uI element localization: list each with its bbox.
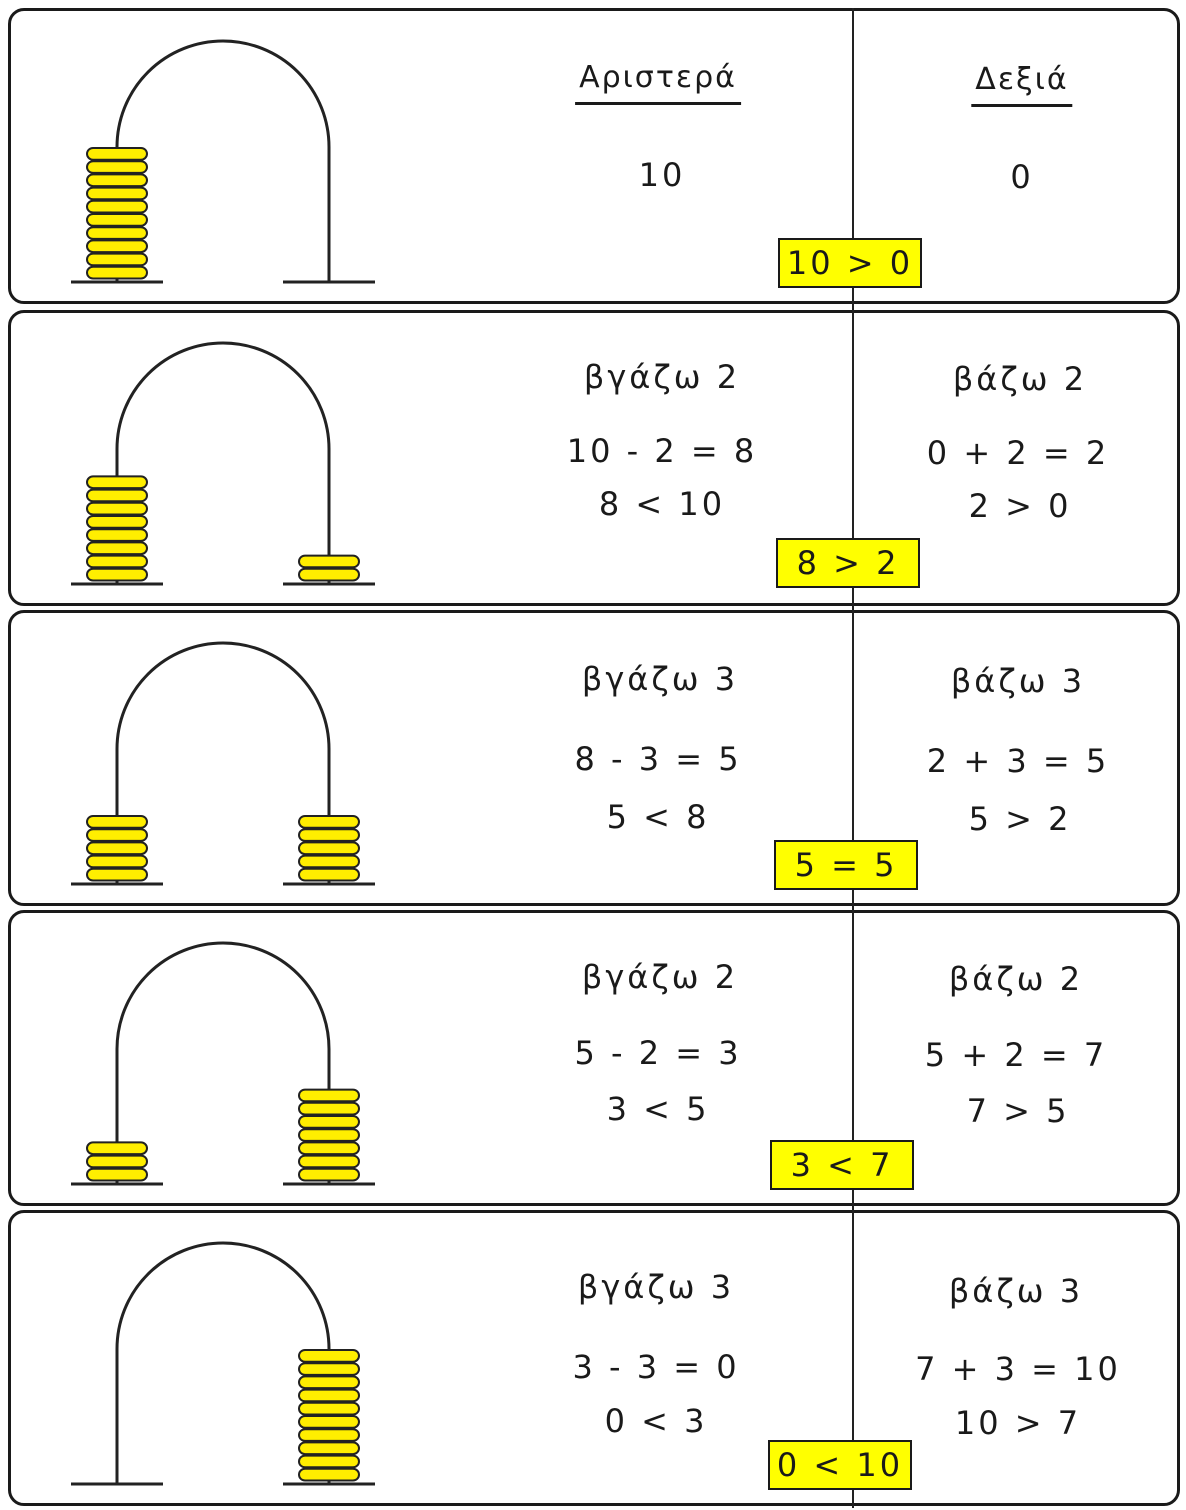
arch-wire — [117, 41, 329, 282]
left-bead — [87, 529, 147, 541]
left-bead — [87, 148, 147, 160]
right-bead — [299, 856, 359, 868]
left-bead — [87, 188, 147, 200]
arch-wire — [117, 343, 329, 584]
abacus-icon — [11, 11, 1177, 301]
header-left: Αριστερά — [579, 60, 737, 95]
right-bead — [299, 1090, 359, 1102]
right-bead — [299, 1363, 359, 1375]
right-bead — [299, 1129, 359, 1141]
right-bead — [299, 1456, 359, 1468]
left-bead — [87, 267, 147, 279]
right-bead — [299, 1142, 359, 1154]
left-equation: 5 - 2 = 3 — [574, 1034, 741, 1072]
right-inequality: 10 > 7 — [955, 1404, 1081, 1442]
left-bead — [87, 842, 147, 854]
right-bead — [299, 1103, 359, 1115]
left-inequality: 5 < 8 — [607, 798, 710, 836]
left-equation: 3 - 3 = 0 — [572, 1348, 739, 1386]
left-bead — [87, 214, 147, 226]
right-action: βάζω 2 — [949, 960, 1083, 998]
left-bead — [87, 161, 147, 173]
left-bead — [87, 490, 147, 502]
left-bead — [87, 816, 147, 828]
panel-row-0 — [8, 8, 1180, 304]
left-bead — [87, 476, 147, 488]
left-action: βγάζω 3 — [582, 660, 738, 698]
left-bead — [87, 516, 147, 528]
left-bead — [87, 1169, 147, 1181]
right-bead — [299, 1169, 359, 1181]
left-bead — [87, 1156, 147, 1168]
left-action: βγάζω 2 — [582, 958, 738, 996]
right-bead — [299, 1429, 359, 1441]
left-bead — [87, 556, 147, 568]
center-divider — [852, 8, 854, 1508]
right-bead — [299, 569, 359, 581]
right-bead — [299, 1442, 359, 1454]
comparison-box: 3 < 7 — [770, 1140, 914, 1190]
left-bead — [87, 869, 147, 881]
left-bead — [87, 227, 147, 239]
left-bead — [87, 254, 147, 266]
comparison-box: 0 < 10 — [768, 1440, 912, 1490]
right-bead — [299, 1116, 359, 1128]
left-bead — [87, 829, 147, 841]
right-bead — [299, 1403, 359, 1415]
right-equation: 7 + 3 = 10 — [915, 1350, 1121, 1388]
left-bead — [87, 503, 147, 515]
left-bead — [87, 856, 147, 868]
right-action: βάζω 3 — [951, 662, 1085, 700]
left-bead — [87, 1142, 147, 1154]
left-bead — [87, 569, 147, 581]
arch-wire — [117, 643, 329, 884]
left-inequality: 3 < 5 — [607, 1090, 710, 1128]
comparison-box: 10 > 0 — [778, 238, 922, 288]
header-right: Δεξιά — [975, 62, 1068, 97]
left-action: βγάζω 3 — [578, 1268, 734, 1306]
comparison-box: 8 > 2 — [776, 538, 920, 588]
left-equation: 8 - 3 = 5 — [574, 740, 741, 778]
right-equation: 5 + 2 = 7 — [925, 1036, 1107, 1074]
arch-wire — [117, 943, 329, 1184]
left-value: 10 — [639, 156, 686, 194]
right-inequality: 2 > 0 — [969, 487, 1072, 525]
left-action: βγάζω 2 — [584, 358, 740, 396]
right-bead — [299, 556, 359, 568]
right-bead — [299, 842, 359, 854]
left-inequality: 8 < 10 — [599, 485, 725, 523]
right-inequality: 5 > 2 — [969, 800, 1072, 838]
right-bead — [299, 869, 359, 881]
right-action: βάζω 3 — [949, 1272, 1083, 1310]
comparison-box: 5 = 5 — [774, 840, 918, 890]
right-action: βάζω 2 — [953, 360, 1087, 398]
right-bead — [299, 1469, 359, 1481]
right-bead — [299, 1376, 359, 1388]
left-bead — [87, 542, 147, 554]
right-bead — [299, 1350, 359, 1362]
arch-wire — [117, 1243, 329, 1484]
right-equation: 2 + 3 = 5 — [927, 742, 1109, 780]
right-bead — [299, 1156, 359, 1168]
right-bead — [299, 816, 359, 828]
left-equation: 10 - 2 = 8 — [567, 432, 757, 470]
left-inequality: 0 < 3 — [605, 1402, 708, 1440]
right-bead — [299, 829, 359, 841]
right-inequality: 7 > 5 — [967, 1092, 1070, 1130]
left-bead — [87, 201, 147, 213]
right-equation: 0 + 2 = 2 — [927, 434, 1109, 472]
right-bead — [299, 1416, 359, 1428]
left-bead — [87, 174, 147, 186]
right-value: 0 — [1010, 158, 1033, 196]
left-bead — [87, 240, 147, 252]
right-bead — [299, 1390, 359, 1402]
